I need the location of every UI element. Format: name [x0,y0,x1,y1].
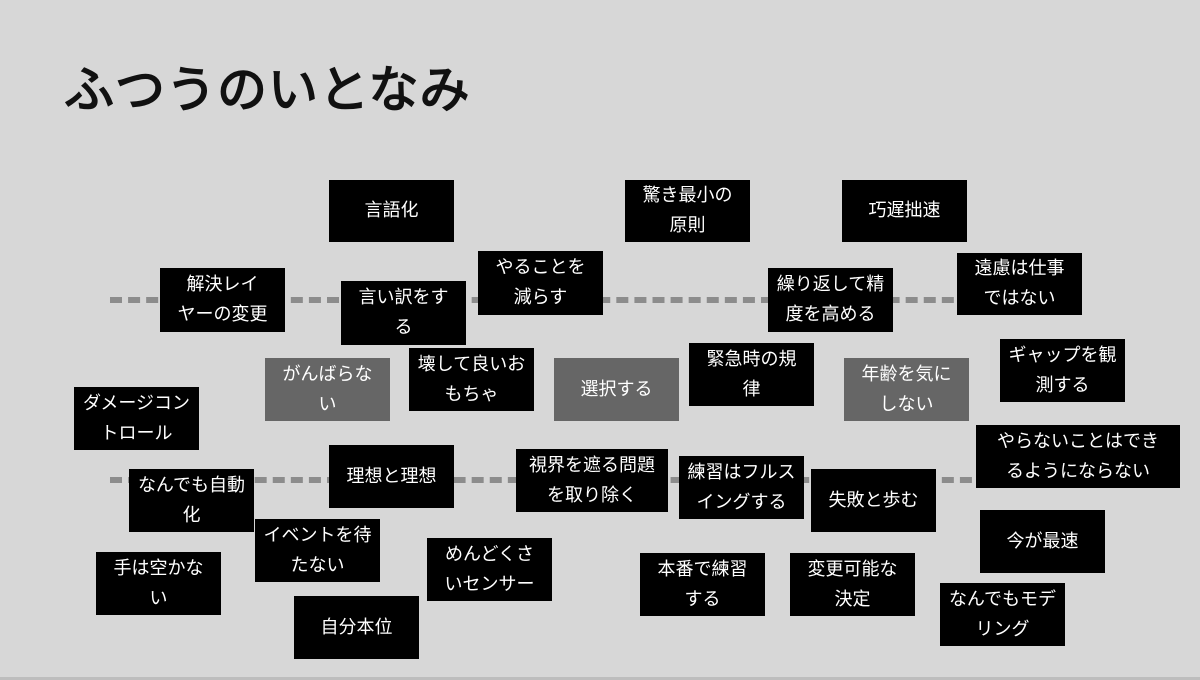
card-dont-wait-for-events: イベントを待 たない [255,519,380,582]
card-automate-everything: なんでも自動 化 [129,469,254,532]
card-walk-with-failure: 失敗と歩む [811,469,936,532]
card-remove-blocking-issues: 視界を遮る問題 を取り除く [516,449,668,512]
card-emergency-discipline: 緊急時の規 律 [689,343,814,406]
card-self-centered: 自分本位 [294,596,419,659]
card-ignore-age: 年齢を気に しない [844,358,969,421]
card-speed-over-polish: 巧遅拙速 [842,180,967,242]
card-hands-never-free: 手は空かな い [96,552,221,615]
card-observe-gap: ギャップを観 測する [1000,339,1125,402]
card-tedium-sensor: めんどくさ いセンサー [427,538,552,601]
card-change-layer: 解決レイ ヤーの変更 [160,268,285,332]
card-full-swing-practice: 練習はフルス イングする [679,456,804,519]
card-do-less: やることを 減らす [478,251,603,315]
card-make-excuses: 言い訳をす る [341,281,466,345]
card-no-hesitation: 遠慮は仕事 ではない [957,253,1082,315]
bottom-edge [0,677,1200,680]
card-verbalize: 言語化 [329,180,454,242]
card-now-is-fastest: 今が最速 [980,510,1105,573]
slide-title: ふつうのいとなみ [64,61,471,119]
card-dont-strain: がんばらな い [265,358,390,421]
card-damage-control: ダメージコン トロール [74,387,199,450]
card-iterate-precision: 繰り返して精 度を高める [768,268,893,332]
card-practice-in-production: 本番で練習 する [640,553,765,616]
card-ideal-and-ideal: 理想と理想 [329,445,454,508]
card-cannot-do-undone: やらないことはでき るようにならない [976,425,1180,488]
card-least-surprise: 驚き最小の 原則 [625,180,750,242]
card-breakable-toy: 壊して良いお もちゃ [409,348,534,411]
card-reversible-decision: 変更可能な 決定 [790,553,915,616]
card-model-everything: なんでもモデ リング [940,583,1065,646]
card-choose: 選択する [554,358,679,421]
